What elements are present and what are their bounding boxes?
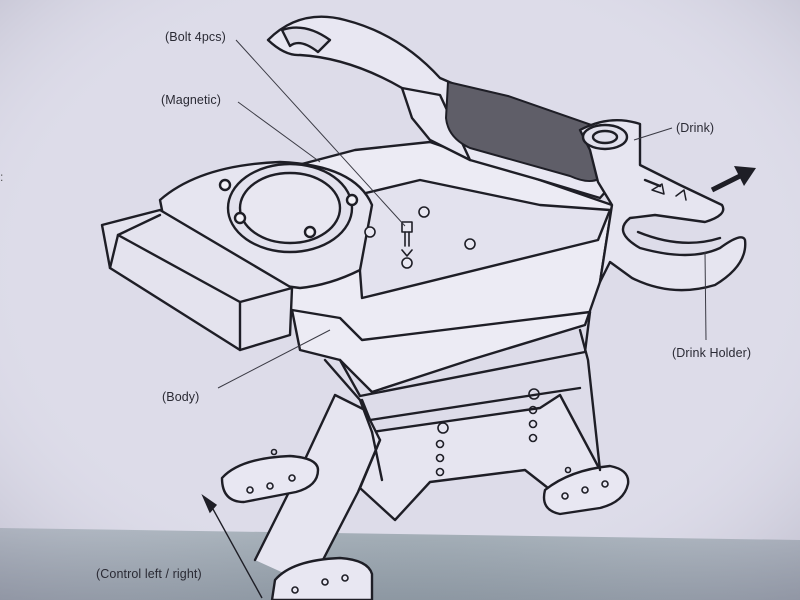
leader-drink xyxy=(633,127,673,141)
bolt-illustration xyxy=(364,206,476,269)
front-drawer xyxy=(100,208,294,352)
page-edge-mark: : xyxy=(0,170,4,184)
stand xyxy=(220,328,630,600)
leader-drink-holder xyxy=(704,251,707,341)
leader-bolt xyxy=(235,39,406,227)
label-body: (Body) xyxy=(162,390,200,404)
label-bolt: (Bolt 4pcs) xyxy=(165,30,226,44)
label-control: (Control left / right) xyxy=(96,567,202,581)
leader-magnetic xyxy=(237,101,321,163)
mounting-holes xyxy=(246,388,609,594)
open-lid xyxy=(266,15,622,200)
direction-arrow xyxy=(710,166,756,193)
label-magnetic: (Magnetic) xyxy=(161,93,222,107)
round-lid xyxy=(158,160,374,290)
leader-lines xyxy=(217,39,707,389)
control-arrow xyxy=(201,494,263,599)
leader-body xyxy=(217,329,331,389)
drink-holder xyxy=(578,118,747,292)
label-drink-holder: (Drink Holder) xyxy=(672,346,752,360)
label-drink: (Drink) xyxy=(676,121,715,135)
